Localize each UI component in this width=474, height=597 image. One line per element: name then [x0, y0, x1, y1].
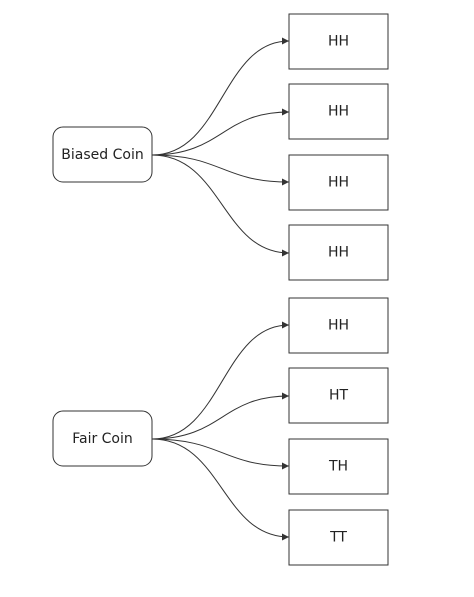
edge-fair-to-outcome-4 [151, 438, 290, 541]
edge-biased-to-outcome-1 [151, 37, 290, 156]
outcome-box[interactable]: HH [288, 154, 389, 211]
outcome-label: TH [328, 459, 348, 475]
edge-biased-to-outcome-2 [151, 108, 290, 156]
fair-coin-node[interactable]: Fair Coin [52, 410, 153, 467]
biased-coin-node[interactable]: Biased Coin [52, 126, 153, 183]
outcome-label: HH [328, 104, 349, 120]
outcome-box[interactable]: HH [288, 13, 389, 70]
edge-biased-to-outcome-4 [151, 154, 290, 257]
biased-coin-label: Biased Coin [61, 147, 143, 163]
outcome-box[interactable]: HT [288, 367, 389, 424]
outcome-label: HH [328, 318, 349, 334]
biased-coin-group: Biased Coin HH HH HH HH [52, 13, 389, 281]
outcome-label: TT [329, 530, 347, 546]
edge-biased-to-outcome-3 [151, 154, 290, 186]
outcome-label: HH [328, 245, 349, 261]
edge-fair-to-outcome-1 [151, 321, 290, 440]
edge-fair-to-outcome-3 [151, 438, 290, 470]
outcome-box[interactable]: TT [288, 509, 389, 566]
outcome-label: HH [328, 34, 349, 50]
outcome-box[interactable]: HH [288, 224, 389, 281]
edge-fair-to-outcome-2 [151, 392, 290, 440]
fair-coin-label: Fair Coin [72, 431, 133, 447]
fair-coin-group: Fair Coin HH HT TH TT [52, 297, 389, 566]
outcome-label: HH [328, 175, 349, 191]
outcome-box[interactable]: HH [288, 297, 389, 354]
outcome-box[interactable]: HH [288, 83, 389, 140]
outcome-box[interactable]: TH [288, 438, 389, 495]
outcome-label: HT [329, 388, 349, 404]
